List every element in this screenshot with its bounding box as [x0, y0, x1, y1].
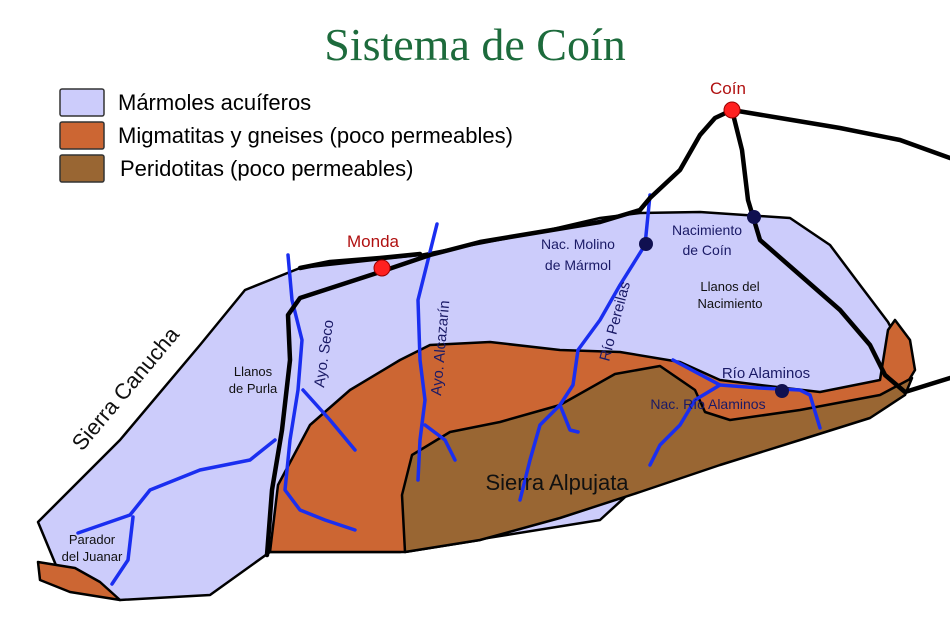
coin-town-marker: [723, 101, 741, 119]
river-ayo-alcazarin-branch: [423, 423, 457, 462]
river-ayo-seco: [283, 253, 357, 532]
peridotitas-unit: [400, 364, 914, 554]
road-monda: [297, 251, 423, 271]
legend-label-marmoles: Mármoles acuíferos: [118, 90, 311, 115]
place-label-sierra-alpujata: Sierra Alpujata: [485, 470, 629, 495]
place-label-llanos-nacimiento-2: Nacimiento: [697, 296, 762, 311]
spring-coin-marker: [747, 210, 761, 224]
place-label-llanos-purla-2: de Purla: [229, 381, 278, 396]
spring-label-molino-1: Nac. Molino: [541, 236, 615, 252]
river-ayo-alcazarin: [416, 222, 439, 482]
road-monda-coin: [264, 107, 735, 558]
river-pereilas-branch: [558, 403, 580, 434]
place-label-parador-2: del Juanar: [62, 549, 123, 564]
river-label-rio-alaminos: Río Alaminos: [722, 365, 810, 382]
migmatitas-unit-southwest: [36, 560, 122, 602]
spring-label-molino-2: de Mármol: [545, 257, 611, 273]
town-label-monda: Monda: [347, 232, 400, 251]
monda-town-marker: [373, 259, 391, 277]
town-label-coin: Coín: [710, 79, 746, 98]
legend-swatch-marmoles: [59, 88, 105, 117]
place-label-llanos-nacimiento-1: Llanos del: [700, 279, 759, 294]
river-juanar: [76, 438, 277, 535]
river-juanar-branch: [110, 515, 135, 586]
river-ayo-seco-branch: [301, 388, 357, 452]
roads: [264, 107, 950, 558]
legend-label-migmatitas: Migmatitas y gneises (poco permeables): [118, 123, 513, 148]
road-coin-south: [729, 107, 950, 395]
spring-label-coin-2: de Coín: [682, 242, 731, 258]
river-alaminos-branch: [648, 383, 722, 467]
legend-swatch-peridotitas: [59, 154, 105, 183]
spring-alaminos-marker: [775, 384, 789, 398]
spring-label-alaminos: Nac. Río Alaminos: [650, 396, 765, 412]
road-coin-east: [729, 107, 950, 161]
legend: Mármoles acuíferos Migmatitas y gneises …: [59, 88, 513, 183]
river-pereilas: [518, 193, 652, 502]
spring-molino-marker: [639, 237, 653, 251]
rivers: [76, 193, 822, 586]
place-label-llanos-purla-1: Llanos: [234, 364, 273, 379]
map-title: Sistema de Coín: [324, 19, 626, 70]
spring-label-coin-1: Nacimiento: [672, 222, 742, 238]
legend-label-peridotitas: Peridotitas (poco permeables): [120, 156, 413, 181]
place-label-parador-1: Parador: [69, 532, 116, 547]
legend-swatch-migmatitas: [59, 121, 105, 150]
